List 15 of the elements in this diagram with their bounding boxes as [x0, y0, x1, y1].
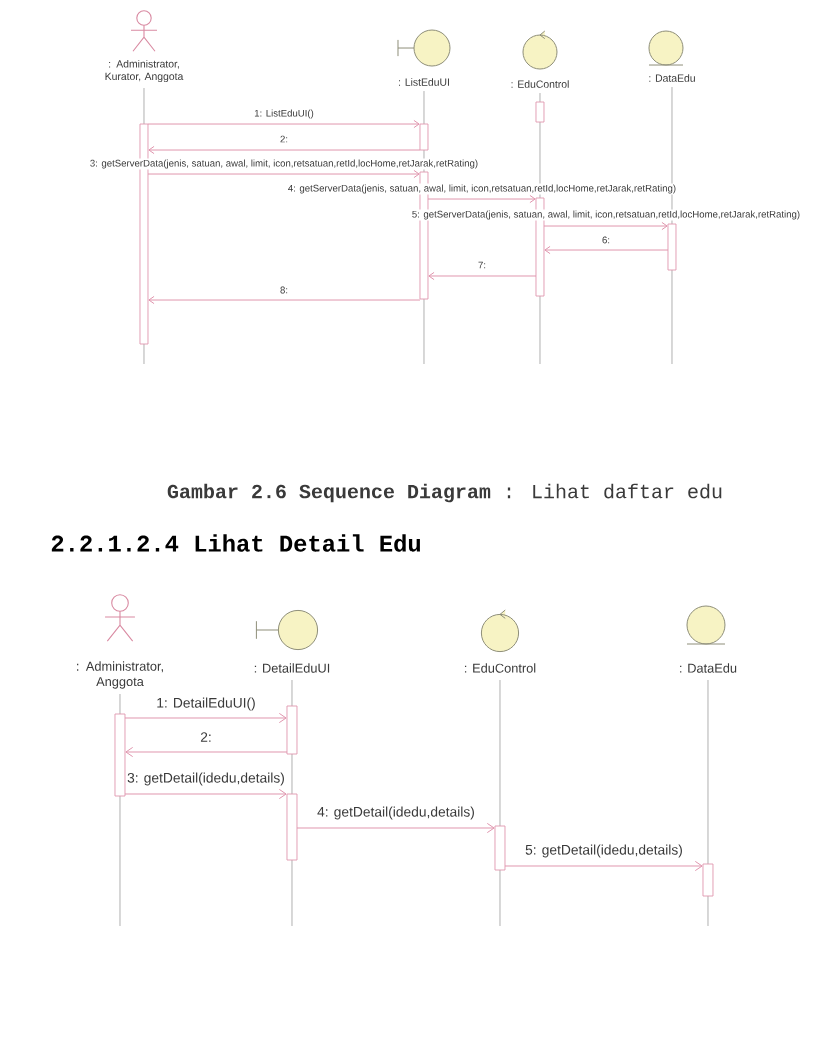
message-arrow	[504, 860, 703, 872]
message-arrow	[124, 788, 287, 800]
message-arrow	[543, 221, 668, 231]
message-arrow	[125, 746, 288, 758]
message-arrow	[148, 295, 421, 305]
message-arrow	[147, 119, 420, 129]
figure-caption: Gambar 2.6 Sequence Diagram : Lihat daftar edu	[167, 483, 722, 503]
message-arrow	[124, 712, 287, 724]
message-arrow	[296, 822, 495, 834]
section-heading: 2.2.1.2.4 Lihat Detail Edu	[51, 534, 420, 552]
message-arrow	[147, 169, 420, 179]
message-arrow	[148, 145, 421, 155]
message-arrow	[427, 194, 536, 204]
message-arrow	[428, 271, 537, 281]
message-arrow	[544, 245, 669, 255]
